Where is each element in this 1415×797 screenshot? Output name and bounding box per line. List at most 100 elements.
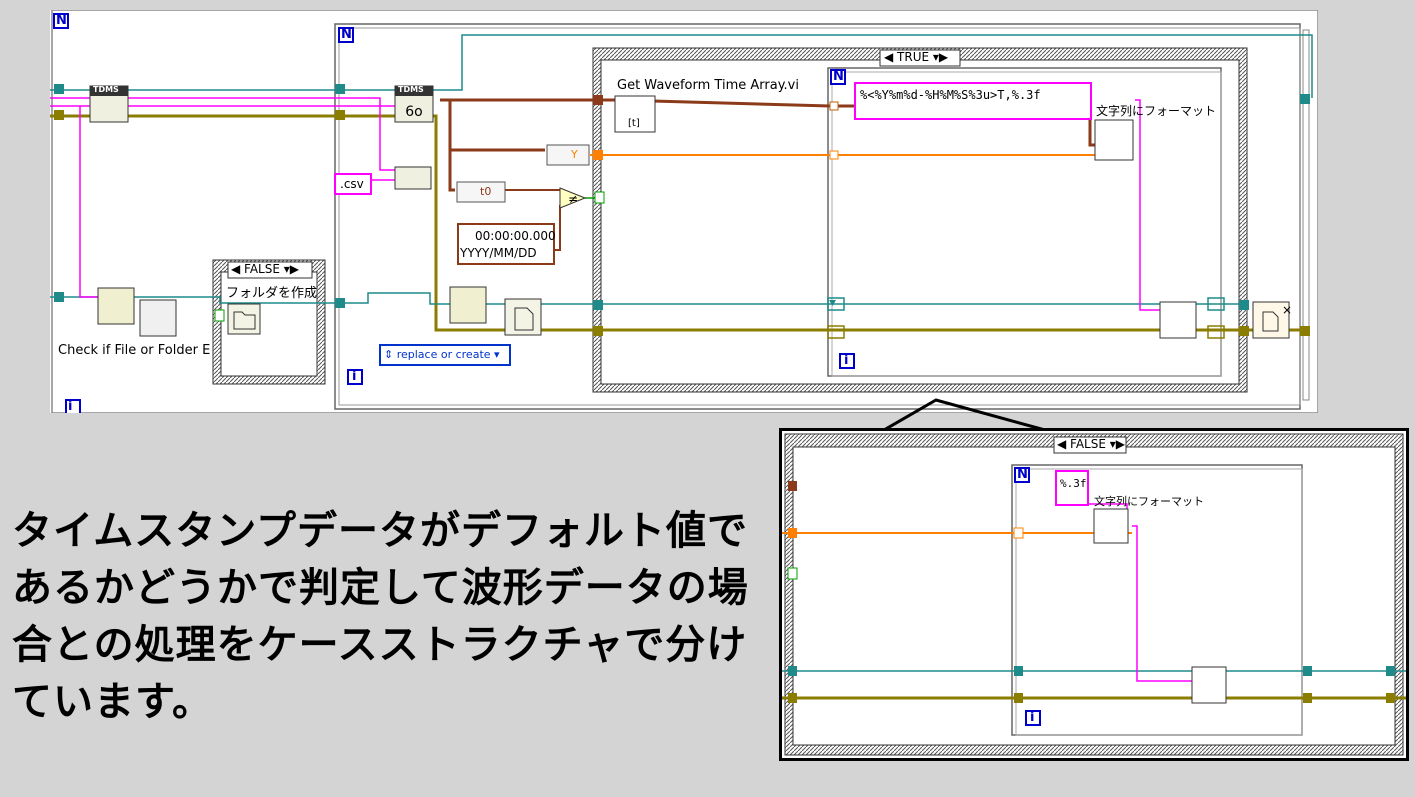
tunnel: [1014, 666, 1023, 676]
tunnel: [788, 693, 797, 703]
close-x-icon: ×: [1282, 303, 1292, 317]
strip-path-node-2[interactable]: [449, 286, 487, 324]
timestamp-date: YYYY/MM/DD: [460, 246, 537, 260]
inset-loop-count-label: N: [1017, 467, 1028, 482]
tunnel: [593, 95, 603, 105]
not-equal-symbol: ≠: [568, 192, 578, 206]
case-selector-terminal: [787, 567, 798, 580]
wire-path-top: [50, 34, 1313, 98]
case-selector-terminal: [594, 191, 605, 204]
wire-waveform-2: [448, 150, 455, 192]
format-into-string-node[interactable]: [1094, 119, 1134, 161]
get-waveform-label: Get Waveform Time Array.vi: [617, 78, 799, 93]
tunnel: [788, 481, 797, 491]
wire-string-out: [1132, 525, 1192, 682]
y-label: Y: [571, 148, 578, 161]
write-text-file-node[interactable]: [1159, 301, 1197, 339]
tunnel: [829, 101, 839, 111]
case-selector-false[interactable]: [1053, 436, 1127, 454]
check-file-node[interactable]: [139, 299, 177, 337]
case-selector-terminal-folder: [214, 309, 225, 322]
tunnel: [593, 150, 603, 160]
explanation-caption: タイムスタンプデータがデフォルト値であるかどうかで判定して波形データの場合との処…: [12, 508, 749, 725]
tunnel: [335, 84, 345, 94]
format-into-string-label: 文字列にフォーマット: [1096, 104, 1217, 118]
shift-register-right-2: [1207, 325, 1225, 339]
tunnel: [54, 110, 64, 120]
tunnel: [829, 150, 839, 160]
replace-or-create-ring[interactable]: ⇕ replace or create ▾: [384, 348, 500, 361]
tunnel: [1014, 693, 1023, 703]
diagram-canvas: 6ο ≠ ×: [50, 10, 1318, 413]
tunnel: [1386, 693, 1395, 703]
glasses-icon: 6ο: [405, 104, 422, 120]
close-file-node[interactable]: [1252, 301, 1290, 339]
shift-register-left-2: [827, 325, 845, 339]
open-file-node[interactable]: [504, 298, 542, 336]
middle-for-loop-shadow: [338, 27, 1301, 406]
shift-register-right: [1207, 297, 1225, 311]
middle-loop-count-label: N: [341, 27, 352, 42]
format-string-box-false: [1055, 470, 1089, 506]
get-waveform-y-node[interactable]: [546, 144, 590, 166]
build-path-node[interactable]: [394, 166, 432, 190]
block-diagram-main: 6ο ≠ ×: [50, 10, 1318, 413]
wire-timestamp-const: [555, 205, 561, 251]
wire-waveform-1: [440, 98, 545, 152]
case-selector-true[interactable]: [879, 49, 961, 67]
get-waveform-time-array-node[interactable]: [614, 95, 656, 133]
tunnel: [1386, 666, 1395, 676]
close-file-icon: [1262, 311, 1279, 332]
tunnel: [54, 84, 64, 94]
tunnel: [1300, 94, 1310, 104]
tunnel: [335, 110, 345, 120]
wire-string-3: [79, 106, 110, 298]
outer-for-loop: [51, 10, 1318, 413]
shift-register-left: [829, 300, 836, 306]
case-selector-false-label[interactable]: ◀ FALSE ▾▶: [1057, 437, 1126, 451]
tunnel: [1013, 527, 1024, 539]
tunnel: [1239, 300, 1249, 310]
middle-iter-box: [347, 369, 363, 385]
not-equal-node[interactable]: [559, 187, 587, 209]
tunnel: [1303, 666, 1312, 676]
inner-for-loop-shadow: [831, 71, 1222, 377]
inner-iter-box: [839, 353, 855, 369]
case-selector-folder[interactable]: [227, 261, 313, 279]
folder-case-label: フォルダを作成: [226, 286, 318, 301]
inner-loop-count-label: N: [833, 69, 844, 84]
outer-iter-box: [65, 399, 81, 413]
t0-label: t0: [480, 185, 492, 198]
strip-path-node[interactable]: [97, 287, 135, 325]
check-file-label: Check if File or Folder E: [58, 343, 211, 358]
outer-loop-count-label: N: [56, 13, 67, 28]
tunnel: [335, 298, 345, 308]
format-into-string-node-false[interactable]: [1093, 508, 1129, 544]
timestamp-time: 00:00:00.000: [475, 229, 556, 243]
format-string-true: %<%Y%m%d-%H%M%S%3u>T,%.3f: [860, 88, 1041, 102]
get-waveform-t0-node[interactable]: [456, 181, 506, 203]
tunnel: [1300, 326, 1310, 336]
csv-constant-box: [334, 173, 372, 195]
tunnel: [593, 326, 603, 336]
wire-path-bottom: [50, 292, 1245, 305]
inner-iter-label: i: [844, 353, 849, 368]
replace-create-ring-box[interactable]: [379, 344, 511, 366]
tunnel: [788, 666, 797, 676]
write-text-file-node-false[interactable]: [1191, 666, 1227, 704]
case-selector-folder-label[interactable]: ◀ FALSE ▾▶: [231, 262, 300, 276]
middle-loop-count-box: [338, 27, 354, 43]
inset-for-loop: [1011, 464, 1303, 736]
loop-stack-edge: [1302, 29, 1310, 401]
inset-loop-count-box: [1014, 467, 1030, 483]
inset-iter-label: i: [1030, 710, 1035, 725]
tdms-label-2: TDMS: [398, 85, 424, 94]
shift-register-left-box: [827, 297, 845, 311]
wire-string-1: [50, 97, 395, 171]
tunnel: [788, 528, 797, 538]
timestamp-constant-box: [457, 223, 555, 265]
tunnel: [1239, 326, 1249, 336]
format-string-box-true: [854, 82, 1092, 120]
wire-string-4: [1135, 99, 1160, 311]
case-selector-true-label[interactable]: ◀ TRUE ▾▶: [884, 50, 949, 64]
